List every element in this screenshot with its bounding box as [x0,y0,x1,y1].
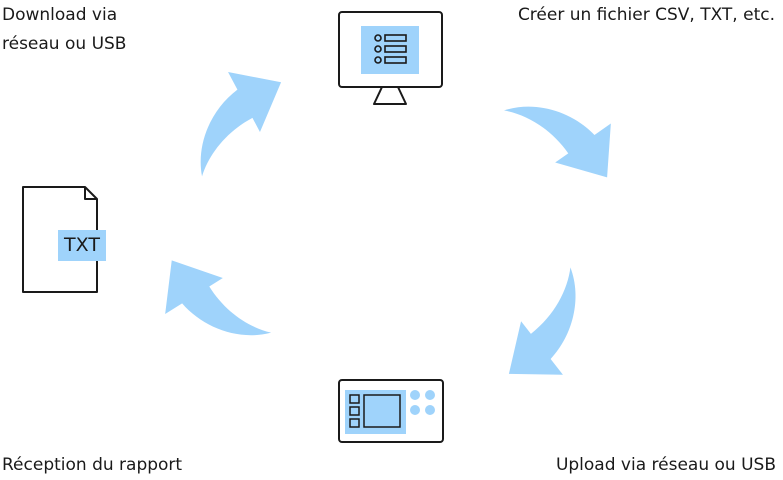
monitor-icon [338,11,443,105]
step-download-label: Download via réseau ou USB [2,5,127,54]
step-upload-label: Upload via réseau ou USB [555,455,776,475]
arrow-to-file-icon [142,236,272,376]
arrow-to-upload-icon [504,64,635,204]
step-report-label: Réception du rapport [2,455,183,475]
file-type-label: TXT [58,230,106,261]
instrument-panel-icon [338,379,444,443]
step-create-label: Créer un fichier CSV, TXT, etc. [517,5,775,25]
arrow-to-device-icon [480,267,620,401]
arrow-to-computer-icon [164,52,303,177]
